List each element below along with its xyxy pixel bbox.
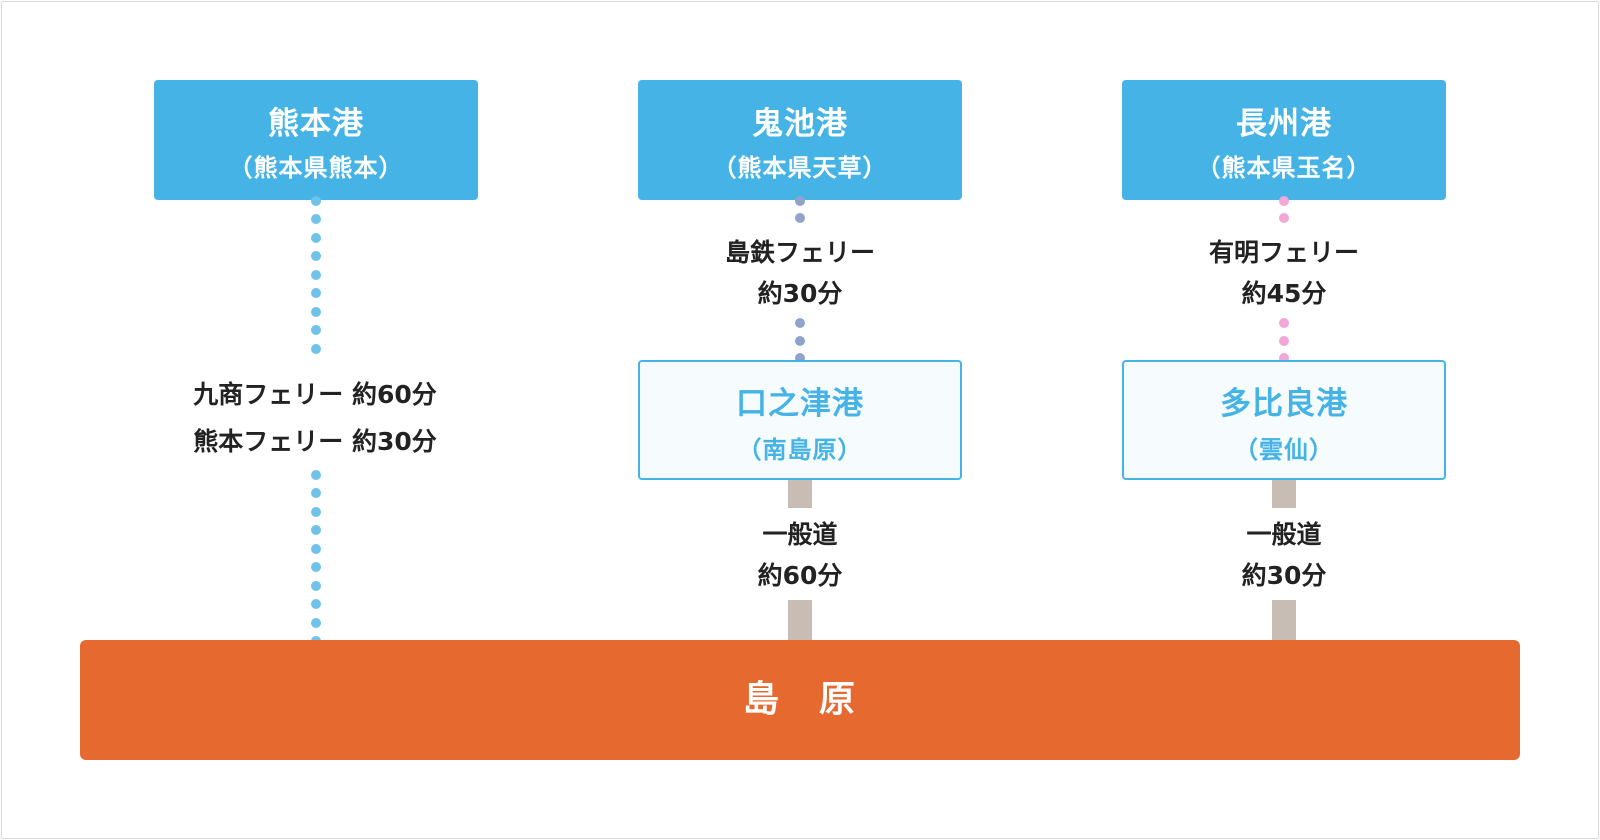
- road-segment-kuchinotsu-lower: [788, 600, 812, 642]
- road-segment-taira-upper: [1272, 480, 1296, 508]
- port-region: （南島原）: [737, 436, 863, 464]
- ferry-route-dots-nagasu-lower: [1279, 318, 1289, 363]
- port-name: 熊本港: [268, 106, 364, 142]
- route-label-line: 約45分: [1241, 279, 1327, 308]
- route-label-nagasu-ferry: 有明フェリー 約45分: [1164, 232, 1404, 314]
- port-name: 長州港: [1236, 106, 1332, 142]
- port-region: （雲仙）: [1234, 436, 1334, 464]
- road-segment-kuchinotsu-upper: [788, 480, 812, 508]
- route-label-kuchinotsu-road: 一般道 約60分: [680, 514, 920, 596]
- route-label-line: 一般道: [1246, 520, 1322, 549]
- route-label-taira-road: 一般道 約30分: [1164, 514, 1404, 596]
- destination-shimabara: 島 原: [80, 640, 1520, 760]
- route-label-line: 約60分: [757, 561, 843, 590]
- route-label-line: 約30分: [1241, 561, 1327, 590]
- route-label-line: 約30分: [757, 279, 843, 308]
- port-region: （熊本県熊本）: [228, 154, 404, 182]
- port-region: （熊本県天草）: [712, 154, 888, 182]
- road-segment-taira-lower: [1272, 600, 1296, 642]
- ferry-route-dots-kumamoto-lower: [311, 470, 321, 646]
- ferry-route-dots-onike-upper: [795, 196, 805, 226]
- ferry-route-dots-nagasu-upper: [1279, 196, 1289, 226]
- port-nagasu: 長州港 （熊本県玉名）: [1122, 80, 1446, 200]
- route-label-line: 一般道: [762, 520, 838, 549]
- port-onike: 鬼池港 （熊本県天草）: [638, 80, 962, 200]
- port-kuchinotsu: 口之津港 （南島原）: [638, 360, 962, 480]
- ferry-route-dots-onike-lower: [795, 318, 805, 363]
- route-label-line: 熊本フェリー 約30分: [193, 427, 437, 456]
- port-kumamoto: 熊本港 （熊本県熊本）: [154, 80, 478, 200]
- route-label-kumamoto: 九商フェリー 約60分 熊本フェリー 約30分: [175, 374, 455, 462]
- route-label-line: 島鉄フェリー: [724, 238, 875, 267]
- port-name: 多比良港: [1220, 386, 1348, 422]
- ferry-route-dots-kumamoto-upper: [311, 196, 321, 366]
- port-region: （熊本県玉名）: [1196, 154, 1372, 182]
- route-label-line: 九商フェリー 約60分: [193, 380, 437, 409]
- port-name: 口之津港: [736, 386, 864, 422]
- route-label-onike-ferry: 島鉄フェリー 約30分: [680, 232, 920, 314]
- port-taira: 多比良港 （雲仙）: [1122, 360, 1446, 480]
- port-name: 鬼池港: [752, 106, 848, 142]
- route-label-line: 有明フェリー: [1208, 238, 1359, 267]
